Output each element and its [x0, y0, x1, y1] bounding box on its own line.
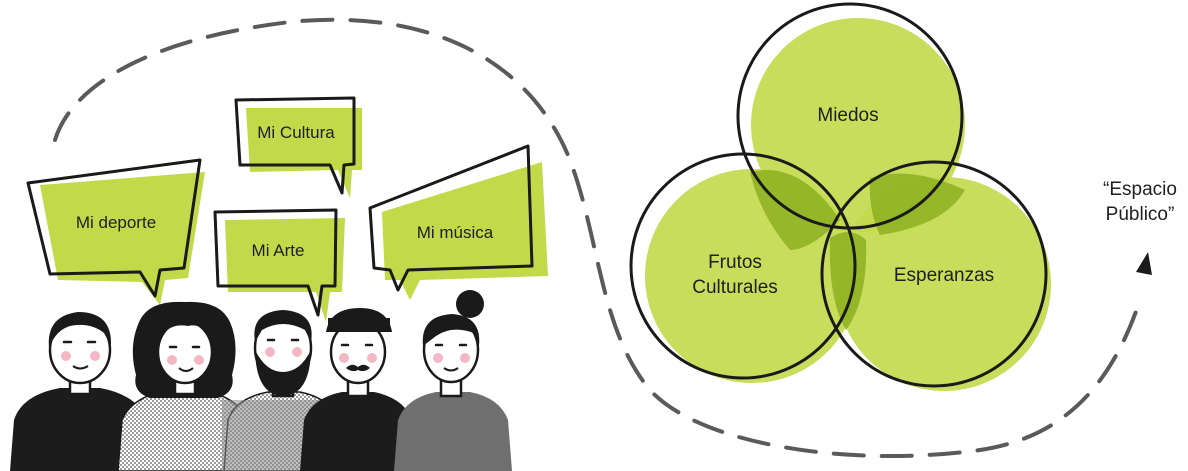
espacio-publico-label: “Espacio Público” [1103, 179, 1177, 225]
bubble-label: Mi Arte [252, 241, 305, 260]
venn-label-esperanzas: Esperanzas [894, 265, 994, 286]
venn-label-miedos: Miedos [817, 105, 878, 126]
speech-bubble-mi-deporte: Mi deporte [26, 158, 205, 305]
arrow-head-icon [1136, 252, 1152, 275]
man-hat-mustache-icon [300, 308, 416, 471]
bubble-label: Mi Cultura [257, 123, 335, 142]
speech-bubble-mi-cultura: Mi Cultura [234, 96, 362, 198]
woman-curly-hair-icon [117, 301, 251, 471]
venn-circle-esperanzas [820, 160, 1048, 388]
speech-bubble-mi-arte: Mi Arte [213, 208, 345, 322]
bubble-label: Mi deporte [76, 213, 156, 232]
venn-circle-miedos [736, 2, 964, 230]
venn-label-culturales: Culturales [692, 277, 778, 298]
bubble-label: Mi música [417, 223, 494, 242]
woman-bun-icon [394, 290, 512, 471]
venn-diagram: Miedos Frutos Culturales Esperanzas [629, 2, 1051, 391]
espacio-publico-line1: “Espacio [1103, 179, 1177, 200]
man-short-hair-icon [10, 312, 150, 471]
venn-label-frutos: Frutos [708, 252, 762, 273]
espacio-publico-line2: Público” [1106, 204, 1175, 225]
venn-circle-frutos-culturales [629, 152, 857, 380]
speech-bubble-mi-musica: Mi música [368, 144, 548, 300]
dashed-loop [53, 17, 1142, 459]
